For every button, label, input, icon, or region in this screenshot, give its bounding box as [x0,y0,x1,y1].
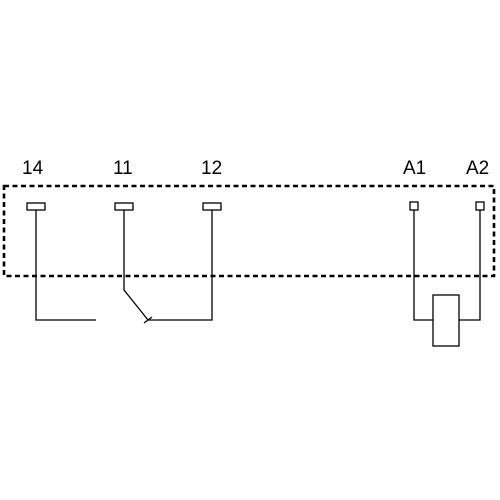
relay-coil [432,294,460,347]
contact-11-wire [123,209,149,321]
terminal-label-11: 11 [113,158,133,179]
terminal-label-14: 14 [22,158,44,179]
relay-housing-outline [2,184,496,278]
terminal-pad-12 [202,202,222,211]
coil-a2-wire [459,209,481,321]
contact-12-wire [148,209,213,321]
terminal-pad-14 [26,202,46,211]
contact-14-wire [35,209,96,321]
terminal-pad-a2 [475,201,485,211]
terminal-label-a1: A1 [403,158,426,179]
terminal-pad-11 [114,202,134,211]
terminal-pad-a1 [409,201,419,211]
terminal-label-12: 12 [201,158,222,179]
coil-a1-wire [413,209,433,321]
terminal-label-a2: A2 [466,158,489,179]
